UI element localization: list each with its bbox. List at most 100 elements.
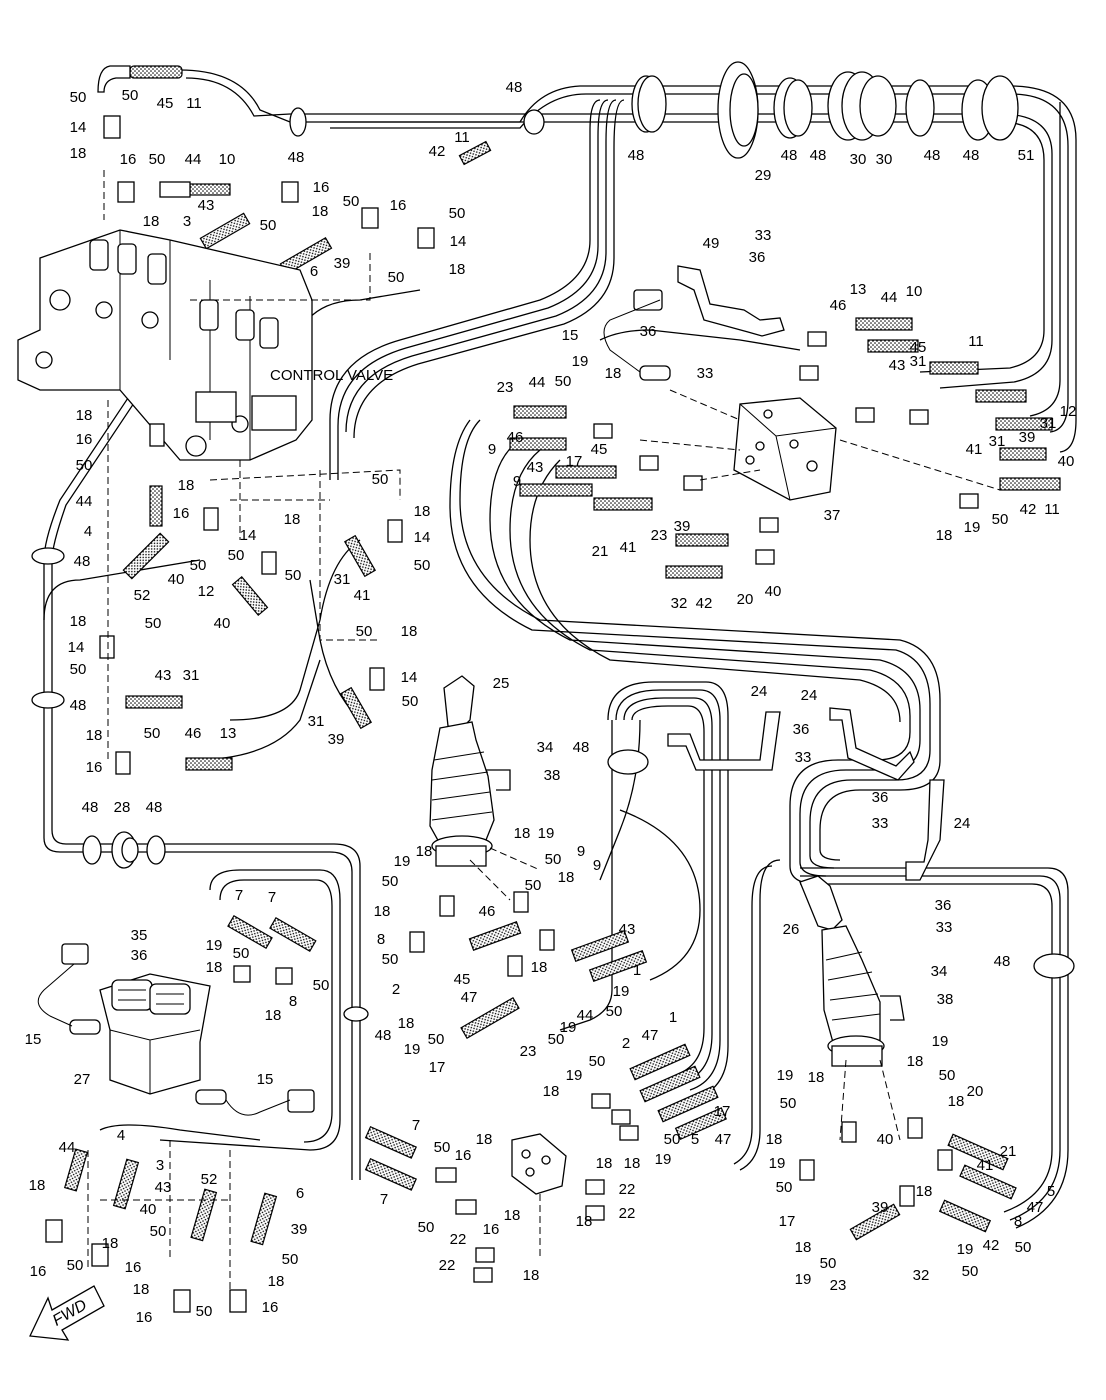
part-callout: 50: [67, 1257, 84, 1274]
part-callout: 20: [967, 1083, 984, 1100]
part-callout: 43: [527, 459, 544, 476]
part-callout: 18: [543, 1083, 560, 1100]
part-callout: 50: [555, 373, 572, 390]
part-callout: 19: [655, 1151, 672, 1168]
part-callout: 31: [308, 713, 325, 730]
part-callout: 36: [935, 897, 952, 914]
brackets: [486, 265, 945, 1021]
part-callout: 40: [877, 1131, 894, 1148]
part-callout: 33: [795, 749, 812, 766]
pressure-switches: [37, 289, 671, 1116]
part-callout: 50: [144, 725, 161, 742]
part-callout: 50: [382, 873, 399, 890]
part-callout: 44: [881, 289, 898, 306]
part-callout: 5: [691, 1131, 699, 1148]
part-callout: 51: [1018, 147, 1035, 164]
part-callout: 45: [591, 441, 608, 458]
part-callout: 17: [779, 1213, 796, 1230]
part-callout: 15: [257, 1071, 274, 1088]
part-callout: 3: [156, 1157, 164, 1174]
control-valve-label: CONTROL VALVE: [270, 367, 393, 384]
part-callout: 18: [312, 203, 329, 220]
part-callout: 18: [523, 1267, 540, 1284]
part-callout: 50: [606, 1003, 623, 1020]
part-callout: 50: [70, 89, 87, 106]
part-callout: 18: [795, 1239, 812, 1256]
part-callout: 50: [449, 205, 466, 222]
part-callout: 10: [906, 283, 923, 300]
part-callout: 18: [531, 959, 548, 976]
part-callout: 39: [328, 731, 345, 748]
part-callout: 12: [1060, 403, 1077, 420]
part-callout: 39: [291, 1221, 308, 1238]
part-callout: 32: [671, 595, 688, 612]
part-callout: 4: [117, 1127, 125, 1144]
part-callout: 18: [76, 407, 93, 424]
part-callout: 16: [483, 1221, 500, 1238]
part-callout: 15: [25, 1031, 42, 1048]
part-callout: 48: [506, 79, 523, 96]
part-callout: 50: [145, 615, 162, 632]
part-callout: 50: [992, 511, 1009, 528]
joystick-left: [429, 675, 495, 867]
joystick-right: [799, 875, 885, 1067]
part-callout: 19: [404, 1041, 421, 1058]
part-callout: 18: [133, 1281, 150, 1298]
part-callout: 19: [560, 1019, 577, 1036]
part-callout: 45: [454, 971, 471, 988]
part-callout: 34: [537, 739, 554, 756]
part-callout: 19: [206, 937, 223, 954]
part-callout: 48: [375, 1027, 392, 1044]
part-callout: 6: [310, 263, 318, 280]
part-callout: 18: [514, 825, 531, 842]
part-callout: 44: [529, 374, 546, 391]
part-callout: 52: [134, 587, 151, 604]
part-callout: 13: [220, 725, 237, 742]
part-callout: 44: [577, 1007, 594, 1024]
part-callout: 18: [86, 727, 103, 744]
part-callout: 18: [558, 869, 575, 886]
part-callout: 24: [751, 683, 768, 700]
part-callout: 41: [354, 587, 371, 604]
part-callout: 7: [412, 1117, 420, 1134]
part-callout: 42: [1020, 501, 1037, 518]
part-callout: 38: [544, 767, 561, 784]
part-callout: 14: [70, 119, 87, 136]
shuttle-valve: [511, 1133, 567, 1195]
part-callout: 6: [296, 1185, 304, 1202]
part-callout: 19: [769, 1155, 786, 1172]
part-callout: 30: [876, 151, 893, 168]
part-callout: 18: [70, 613, 87, 630]
part-callout: 31: [1040, 415, 1057, 432]
part-callout: 31: [910, 353, 927, 370]
part-callout: 50: [545, 851, 562, 868]
part-callout: 11: [968, 333, 984, 350]
part-callout: 48: [146, 799, 163, 816]
part-callout: 50: [150, 1223, 167, 1240]
part-callout: 48: [82, 799, 99, 816]
part-callout: 50: [402, 693, 419, 710]
part-callout: 41: [966, 441, 983, 458]
part-callout: 31: [989, 433, 1006, 450]
part-callout: 31: [183, 667, 200, 684]
part-callout: 50: [388, 269, 405, 286]
part-callout: 18: [476, 1131, 493, 1148]
part-callout: 22: [619, 1181, 636, 1198]
part-callout: 5: [1047, 1183, 1055, 1200]
part-callout: 19: [795, 1271, 812, 1288]
part-callout: 2: [392, 981, 400, 998]
part-callout: 50: [548, 1031, 565, 1048]
part-callout: 2: [622, 1035, 630, 1052]
part-callout: 17: [566, 453, 583, 470]
part-callout: 47: [1027, 1199, 1044, 1216]
part-callout: 38: [937, 991, 954, 1008]
part-callout: 7: [268, 889, 276, 906]
part-callout: 9: [513, 473, 521, 490]
part-callout: 18: [102, 1235, 119, 1252]
part-callout: 39: [872, 1199, 889, 1216]
part-callout: 14: [414, 529, 431, 546]
part-callout: 40: [1058, 453, 1075, 470]
part-callout: 35: [131, 927, 148, 944]
part-callout: 39: [334, 255, 351, 272]
